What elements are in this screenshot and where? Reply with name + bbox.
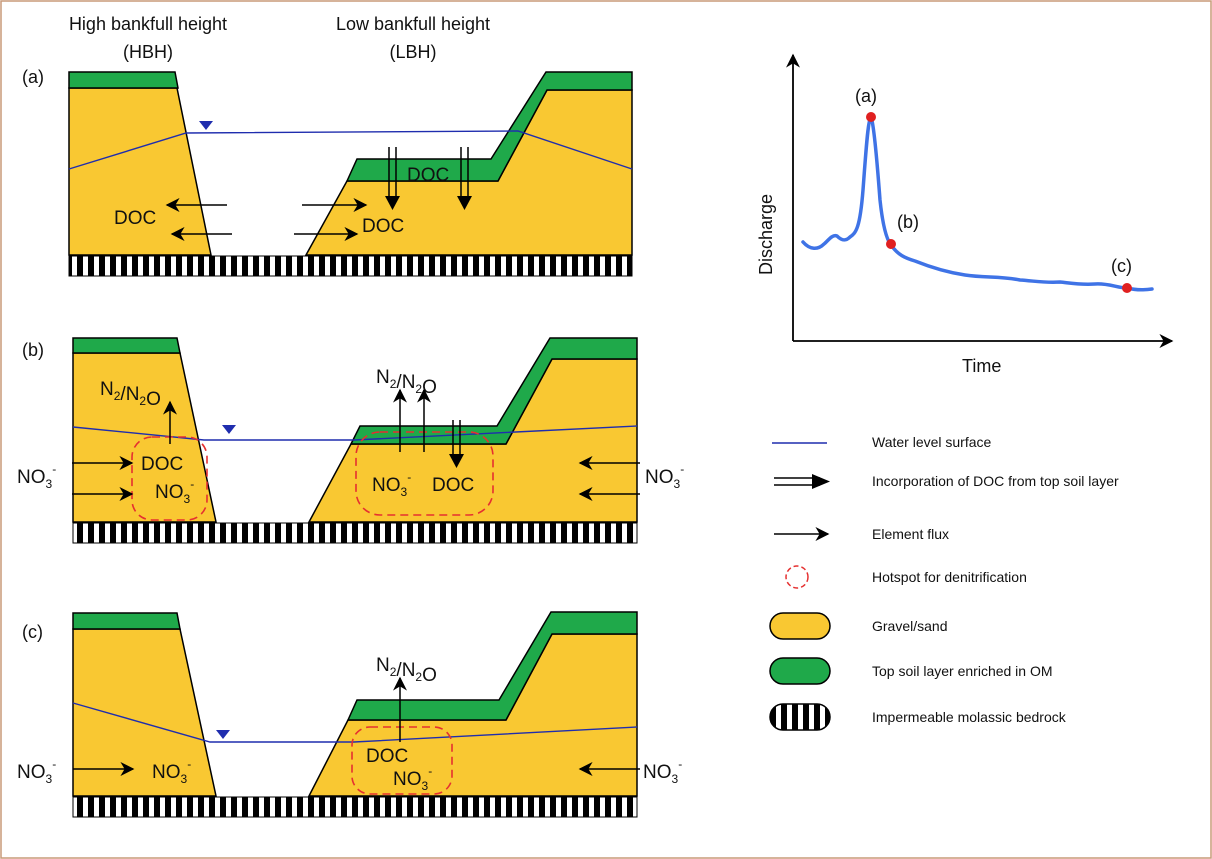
water-level-marker: [222, 425, 236, 434]
no3-label: NO3-: [645, 462, 684, 491]
legend: Water level surface Incorporation of DOC…: [769, 434, 1119, 731]
hbh-label-line1: High bankfull height: [69, 14, 227, 34]
n2-n2o-label: N2/N2O: [376, 367, 437, 398]
hbh-label-line2: (HBH): [123, 42, 173, 62]
lbh-label-line1: Low bankfull height: [336, 14, 490, 34]
hydrograph-point-label-b: (b): [897, 212, 919, 232]
no3-label: NO3-: [17, 757, 56, 786]
green-ellipse-icon: [769, 657, 831, 685]
water-level-marker: [216, 730, 230, 739]
arrow-head: [385, 196, 400, 210]
hydrograph-point-a: [866, 112, 876, 122]
legend-label-water-level: Water level surface: [872, 434, 992, 450]
striped-ellipse-icon: [769, 703, 831, 731]
arrow-head: [449, 454, 464, 468]
left-bank-topsoil: [72, 337, 181, 354]
no3-label: NO3-: [393, 764, 432, 793]
hydrograph-point-c: [1122, 283, 1132, 293]
panel-c: (c) N2/N2O DOC NO3- NO3- NO3- NO3-: [17, 611, 682, 818]
discharge-curve: [801, 115, 1154, 292]
dashed-circle-icon: [785, 565, 809, 589]
hydrograph: Discharge Time (a) (b) (c): [756, 53, 1174, 376]
right-bank-topsoil: [345, 71, 633, 182]
legend-label-element-flux: Element flux: [872, 526, 949, 542]
doc-label: DOC: [432, 475, 474, 496]
panel-b-label: (b): [22, 340, 44, 360]
doc-label: DOC: [141, 454, 183, 475]
panel-b: (b) N2/N2O DOC NO3- NO3- N2/N2O NO3- DOC…: [17, 337, 684, 544]
legend-label-top-soil: Top soil layer enriched in OM: [872, 663, 1053, 679]
doc-label: DOC: [407, 165, 449, 186]
bedrock-strip: [72, 522, 638, 544]
water-level-line: [72, 702, 638, 743]
no3-label: NO3-: [152, 757, 191, 786]
n2-n2o-label: N2/N2O: [376, 655, 437, 686]
legend-label-hotspot: Hotspot for denitrification: [872, 569, 1027, 585]
doc-label: DOC: [366, 746, 408, 767]
n2-n2o-label: N2/N2O: [100, 379, 161, 410]
yellow-ellipse-icon: [769, 612, 831, 640]
no3-label: NO3-: [372, 470, 411, 499]
left-bank-sand: [72, 628, 217, 797]
hydrograph-y-label: Discharge: [756, 194, 776, 275]
panel-c-label: (c): [22, 622, 43, 642]
legend-label-gravel-sand: Gravel/sand: [872, 618, 947, 634]
no3-label: NO3-: [17, 462, 56, 491]
bedrock-strip: [68, 255, 633, 277]
no3-label: NO3-: [155, 477, 194, 506]
legend-label-doc-incorporation: Incorporation of DOC from top soil layer: [872, 473, 1119, 489]
bedrock-strip: [72, 796, 638, 818]
water-level-line: [72, 425, 638, 441]
hydrograph-point-label-c: (c): [1111, 256, 1132, 276]
right-bank-topsoil: [346, 611, 638, 721]
water-level-marker: [199, 121, 213, 130]
left-bank-topsoil: [68, 71, 179, 89]
denitrification-hotspot: [351, 726, 453, 795]
legend-label-bedrock: Impermeable molassic bedrock: [872, 709, 1067, 725]
panel-a: (a) DOC DOC DOC: [22, 67, 633, 277]
panel-a-label: (a): [22, 67, 44, 87]
right-bank-topsoil: [349, 337, 638, 445]
lbh-label-line2: (LBH): [389, 42, 436, 62]
no3-label: NO3-: [643, 757, 682, 786]
hydrograph-x-label: Time: [962, 356, 1001, 376]
hydrograph-point-label-a: (a): [855, 86, 877, 106]
doc-label: DOC: [362, 216, 404, 237]
water-level-line: [68, 130, 633, 170]
doc-label: DOC: [114, 208, 156, 229]
left-bank-topsoil: [72, 612, 181, 630]
left-bank-sand: [68, 87, 212, 256]
hydrograph-point-b: [886, 239, 896, 249]
double-arrow-icon: [774, 474, 830, 489]
left-bank-sand: [72, 352, 217, 523]
arrow-head: [457, 196, 472, 210]
